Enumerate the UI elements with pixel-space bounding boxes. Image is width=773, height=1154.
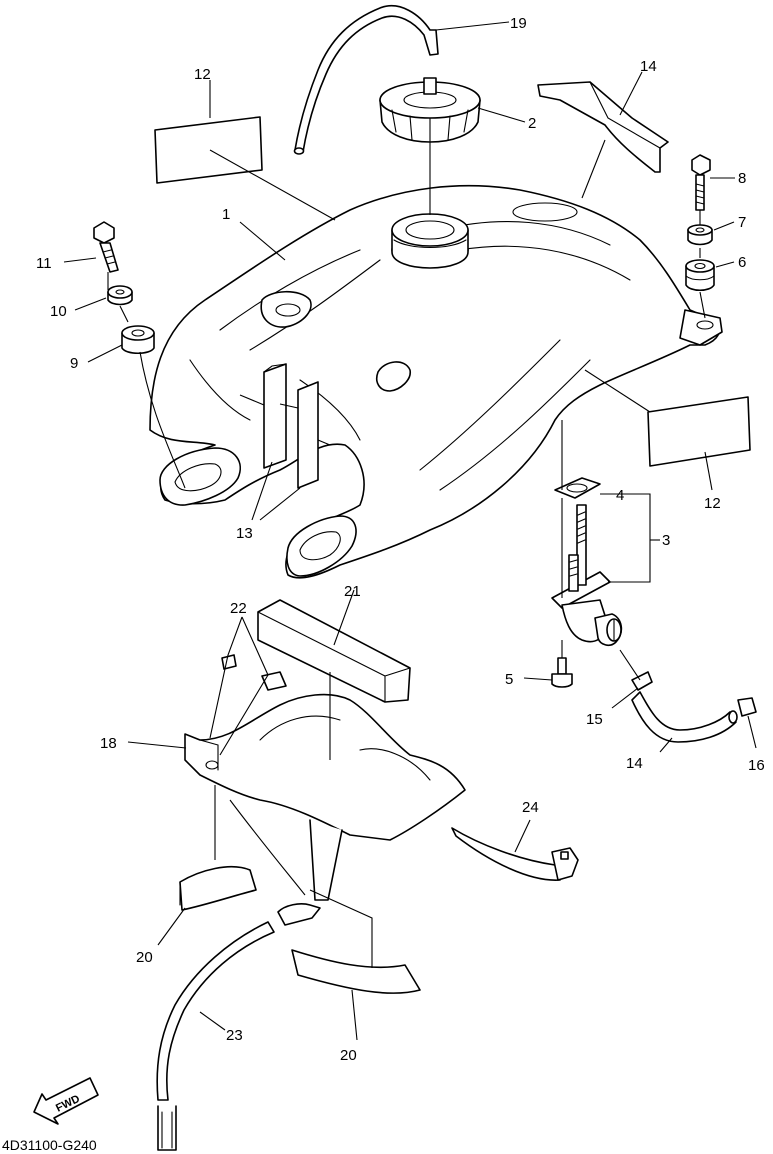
callout-12-rear: 12: [194, 66, 211, 83]
leader-lines: [63, 21, 757, 1041]
collar-10[interactable]: [107, 285, 133, 306]
damper-20a[interactable]: [179, 866, 257, 911]
callout-6: 6: [738, 254, 746, 271]
filler-neck: [391, 213, 469, 269]
fuel-hose[interactable]: [631, 691, 738, 743]
clip-16[interactable]: [631, 671, 653, 691]
tank-bracket[interactable]: [537, 81, 669, 173]
damper-strip-13a[interactable]: [263, 363, 287, 469]
fuel-tank[interactable]: [149, 184, 723, 579]
clip-22a[interactable]: [221, 654, 237, 670]
gasket-4[interactable]: [554, 477, 601, 499]
collar-7[interactable]: [687, 224, 713, 246]
breather-hose[interactable]: [293, 5, 439, 155]
damper-6[interactable]: [685, 259, 715, 292]
callout-5: 5: [505, 671, 513, 688]
callout-11: 11: [36, 255, 52, 272]
callout-16: 15: [586, 711, 603, 728]
callout-24: 24: [522, 799, 539, 816]
callout-3: 3: [662, 532, 670, 549]
callout-17: 16: [748, 757, 765, 774]
bolt-11[interactable]: [93, 221, 119, 273]
callout-9: 9: [70, 355, 78, 372]
callout-2: 2: [528, 115, 536, 132]
callout-8: 8: [738, 170, 746, 187]
callout-20-right: 20: [340, 1047, 357, 1064]
hose-23[interactable]: [156, 903, 321, 1151]
callout-18: 19: [510, 15, 527, 32]
damper-9[interactable]: [121, 325, 155, 355]
fuel-cap[interactable]: [379, 77, 481, 143]
callout-numbers: 19 12 14 2 8 1 7 11 6 10 9 4 12 13 3 21 …: [36, 15, 765, 1064]
callout-15: 14: [626, 755, 643, 772]
clip-22b[interactable]: [261, 671, 287, 691]
clip-17[interactable]: [737, 697, 757, 717]
strap-24[interactable]: [451, 827, 579, 881]
callout-12-front: 12: [704, 495, 721, 512]
fwd-arrow-icon: FWD: [33, 1077, 99, 1125]
callout-14: 14: [640, 58, 657, 75]
callout-20-left: 20: [136, 949, 153, 966]
callout-7: 7: [738, 214, 746, 231]
callout-10: 10: [50, 303, 67, 320]
caution-label-rear[interactable]: [154, 116, 263, 184]
screw-5[interactable]: [551, 657, 573, 688]
callout-22: 22: [230, 600, 247, 617]
bolt-8[interactable]: [691, 154, 711, 211]
callout-19: 18: [100, 735, 117, 752]
diagram-code: 4D31100-G240: [2, 1137, 97, 1153]
callout-23: 23: [226, 1027, 243, 1044]
caution-label-front[interactable]: [647, 396, 751, 467]
seat-bracket-19[interactable]: [184, 693, 466, 901]
callout-1: 1: [222, 206, 230, 223]
sponge-block-21[interactable]: [257, 599, 411, 703]
callout-13: 13: [236, 525, 253, 542]
fuel-cock[interactable]: [551, 504, 623, 647]
callout-4: 4: [616, 487, 624, 504]
damper-strip-13b[interactable]: [297, 381, 319, 489]
callout-21: 21: [344, 583, 361, 600]
damper-20b[interactable]: [291, 949, 421, 994]
